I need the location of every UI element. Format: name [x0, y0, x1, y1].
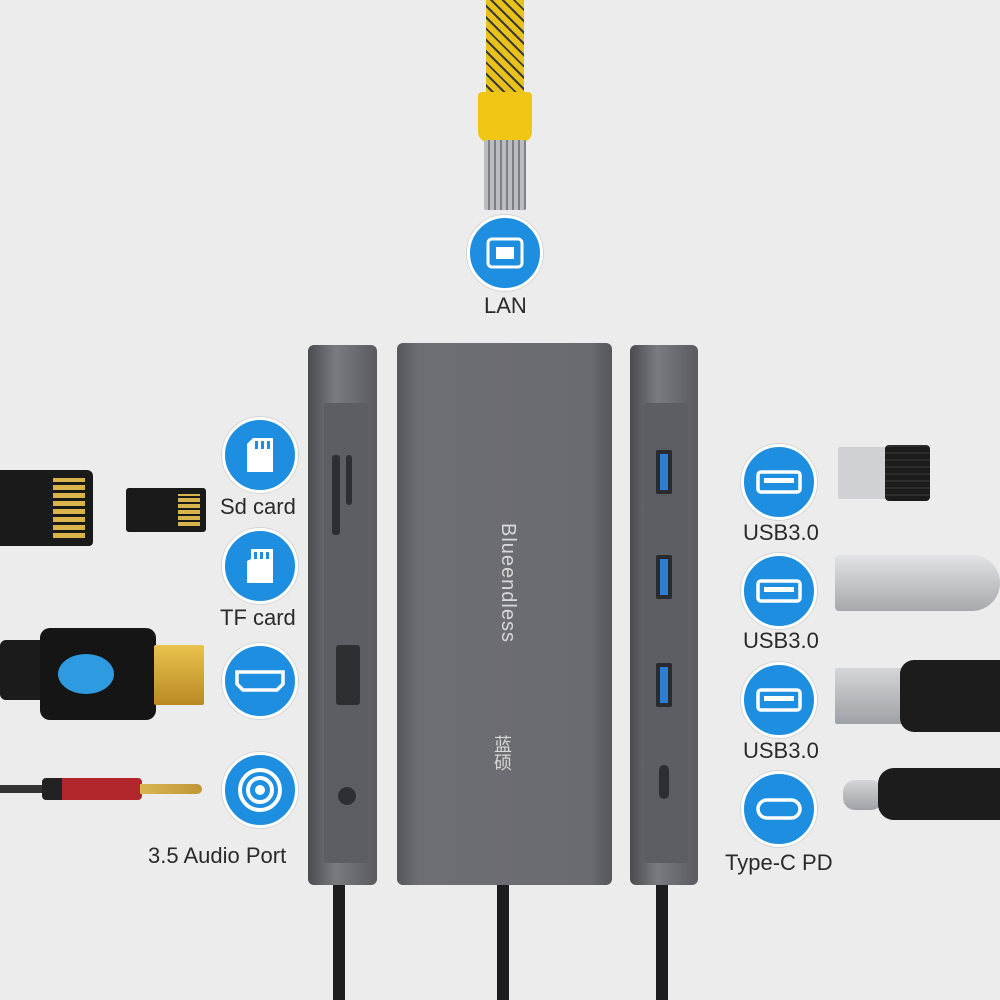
- usb-dongle-image: [838, 447, 888, 499]
- audio-plug-tip: [140, 784, 202, 794]
- ethernet-cable: [486, 0, 524, 95]
- tf-card-label: TF card: [220, 605, 296, 630]
- tf-card-icon: [222, 528, 298, 604]
- usb-c-icon: [741, 771, 817, 847]
- brand-logo: Blueendless: [497, 523, 519, 643]
- usb-icon: [741, 444, 817, 520]
- left-cable: [333, 880, 345, 1000]
- type-c-label: Type-C PD: [725, 850, 833, 875]
- hub-left-module: [308, 345, 377, 885]
- ethernet-icon: [467, 215, 543, 291]
- usb-label-3: USB3.0: [743, 738, 819, 763]
- usb-port-1[interactable]: [656, 450, 672, 494]
- usb-port-2[interactable]: [656, 555, 672, 599]
- usb-a-cable-body: [900, 660, 1000, 732]
- audio-plug-image: [42, 778, 142, 800]
- usb-c-cable-body: [878, 768, 1000, 820]
- hdmi-plug-body: [40, 628, 156, 720]
- center-cable: [497, 880, 509, 1000]
- usb-dongle-body: [885, 445, 930, 501]
- audio-port-label: 3.5 Audio Port: [148, 843, 287, 868]
- usb-icon: [741, 553, 817, 629]
- right-cable: [656, 880, 668, 1000]
- audio-port[interactable]: [338, 787, 356, 805]
- hub-right-module: [630, 345, 698, 885]
- sd-card-label: Sd card: [220, 494, 296, 519]
- hub-center-body: Blueendless 蓝硕: [397, 343, 612, 885]
- audio-cable-image: [0, 785, 60, 793]
- flash-drive-image: [835, 555, 1000, 611]
- usb-c-port[interactable]: [659, 765, 669, 799]
- ethernet-plug-boot: [478, 92, 532, 142]
- audio-jack-icon: [222, 752, 298, 828]
- sd-card-image: [0, 470, 93, 546]
- usb-a-cable-plug: [835, 668, 905, 724]
- hdmi-icon: [222, 643, 298, 719]
- usb-port-3[interactable]: [656, 663, 672, 707]
- lan-label: LAN: [484, 293, 527, 318]
- usb-c-cable-plug: [843, 780, 883, 810]
- usb-label-2: USB3.0: [743, 628, 819, 653]
- sd-card-icon: [222, 417, 298, 493]
- usb-label-1: USB3.0: [743, 520, 819, 545]
- usb-icon: [741, 662, 817, 738]
- brand-logo-chinese: 蓝硕: [492, 735, 512, 771]
- sd-slot[interactable]: [332, 455, 340, 535]
- tf-card-image: [126, 488, 206, 532]
- ethernet-plug: [484, 140, 526, 210]
- tf-slot[interactable]: [346, 455, 352, 505]
- hdmi-plug-connector: [154, 645, 204, 705]
- hdmi-port[interactable]: [336, 645, 360, 705]
